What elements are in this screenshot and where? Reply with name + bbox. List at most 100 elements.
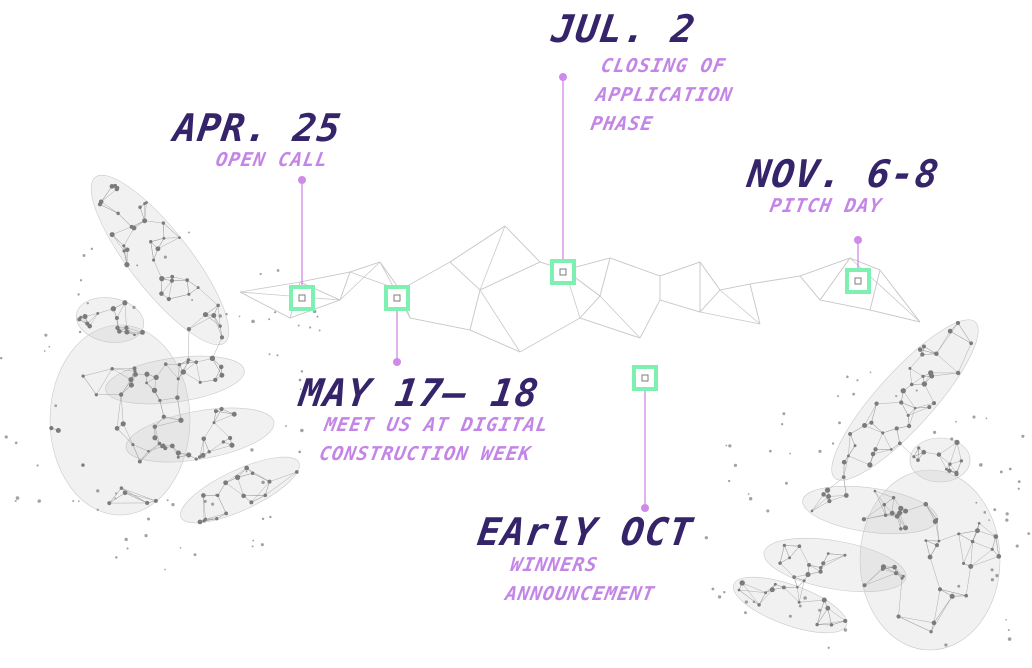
hand-mesh-line: [188, 314, 206, 330]
hand-dust: [318, 329, 321, 332]
hand-dust: [798, 604, 802, 608]
hand-node: [937, 587, 943, 592]
hand-node: [128, 382, 134, 388]
hand-dust: [975, 501, 978, 504]
hand-dust: [979, 463, 983, 467]
hand-node: [898, 505, 904, 512]
hand-mesh-line: [923, 346, 937, 354]
hand-mesh-line: [831, 620, 846, 626]
hand-node: [122, 300, 128, 306]
hand-node: [97, 202, 103, 207]
hand-node: [194, 360, 199, 364]
hand-dust: [988, 519, 990, 521]
hand-mesh-line: [933, 596, 953, 623]
hand-mesh-line: [970, 541, 973, 567]
hand-mesh-line: [784, 545, 790, 558]
hand-mesh-line: [820, 554, 846, 568]
network-line: [659, 261, 701, 277]
hand-dust: [268, 353, 271, 356]
hand-node: [137, 459, 142, 464]
hand-dust: [752, 600, 756, 604]
hand-dust: [827, 646, 830, 649]
hand-node: [49, 426, 54, 431]
hand-node: [896, 614, 901, 619]
hand-node: [159, 276, 165, 282]
hand-mesh-line: [163, 416, 181, 421]
hand-mesh-line: [163, 223, 165, 239]
hand-dust: [955, 420, 957, 423]
hand-mesh-line: [828, 553, 845, 556]
hand-node: [196, 286, 200, 290]
hand-node: [176, 377, 180, 381]
hand-dust: [856, 379, 859, 382]
hand-dust: [831, 442, 835, 445]
hand-dust: [748, 497, 753, 501]
hand-mesh-line: [265, 481, 270, 496]
hand-mesh-line: [936, 331, 951, 354]
hand-mesh-line: [168, 280, 173, 300]
hand-mesh-line: [188, 287, 199, 295]
hand-node: [194, 457, 198, 461]
hand-node: [107, 501, 112, 506]
hand-mesh-line: [938, 442, 958, 455]
hand-mesh-line: [212, 358, 223, 376]
hand-node: [897, 510, 903, 516]
hand-mesh-line: [935, 521, 940, 542]
milestone-marker-node: [641, 374, 649, 382]
hand-mesh-line: [799, 599, 825, 603]
hand-mesh-line: [154, 426, 160, 444]
hand-node: [874, 401, 879, 406]
hand-node: [169, 443, 175, 449]
hand-node: [201, 493, 206, 498]
hand-mesh-line: [213, 422, 231, 439]
hand-mesh-line: [970, 556, 999, 567]
hand-node: [927, 405, 932, 410]
hand-dust: [993, 508, 997, 512]
hand-node: [124, 247, 130, 253]
hand-mesh-line: [901, 402, 909, 416]
hand-mesh-line: [924, 383, 935, 404]
hand-mesh-line: [116, 394, 122, 429]
hand-node: [921, 374, 925, 379]
hand-mesh-line: [882, 432, 892, 450]
hand-node: [198, 380, 202, 384]
hand-mesh-line: [863, 504, 885, 520]
hand-mesh-line: [159, 400, 165, 417]
hand-node: [128, 377, 134, 383]
hand-mesh-line: [789, 546, 800, 558]
hand-node: [824, 487, 831, 493]
hand-mesh-line: [827, 607, 846, 622]
hand-mesh-line: [109, 492, 126, 504]
hand-dust: [985, 417, 988, 420]
hand-mesh-line: [171, 279, 188, 281]
hand-node: [152, 388, 156, 393]
hand-mesh-line: [901, 402, 916, 409]
hand-mesh-line: [808, 564, 821, 568]
connector-dot: [641, 504, 649, 512]
hand-mesh-line: [972, 541, 993, 550]
hand-node: [853, 444, 857, 448]
hand-node: [215, 516, 219, 521]
hand-node: [873, 489, 877, 493]
hand-mesh-line: [188, 329, 190, 360]
hand-mesh-line: [251, 481, 270, 503]
hand-node: [901, 574, 905, 578]
hand-mesh-line: [198, 287, 219, 306]
hand-mesh-line: [779, 562, 795, 578]
milestone-label-open-call: OPEN CALL: [213, 146, 330, 175]
hand-mesh-line: [909, 354, 923, 369]
hand-dust: [276, 354, 279, 357]
hand-mesh-line: [161, 280, 173, 294]
hand-node: [955, 320, 961, 326]
hand-segment: [125, 407, 275, 463]
hand-node: [797, 600, 801, 604]
hand-mesh-line: [122, 423, 134, 445]
hand-node: [821, 597, 827, 603]
hand-node: [263, 493, 268, 498]
milestone-label-line: WINNERS: [508, 554, 600, 576]
hand-dust: [115, 556, 118, 559]
hand-dust: [14, 500, 17, 503]
hand-dust: [766, 509, 770, 513]
hand-mesh-line: [898, 616, 932, 632]
